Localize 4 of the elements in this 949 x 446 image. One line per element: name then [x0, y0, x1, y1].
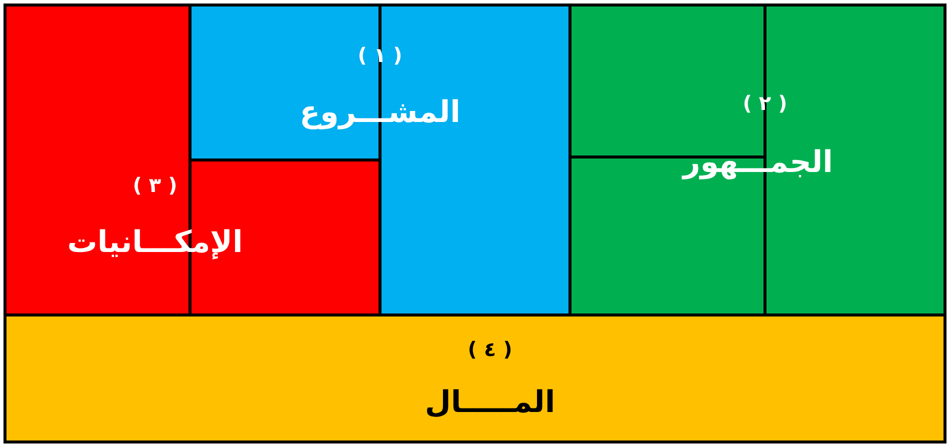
number-label: ( ٤ ) [468, 337, 512, 361]
block-title: المـــــال [424, 385, 556, 421]
number-label: ( ١ ) [358, 43, 402, 67]
number-label: ( ٣ ) [132, 173, 178, 197]
